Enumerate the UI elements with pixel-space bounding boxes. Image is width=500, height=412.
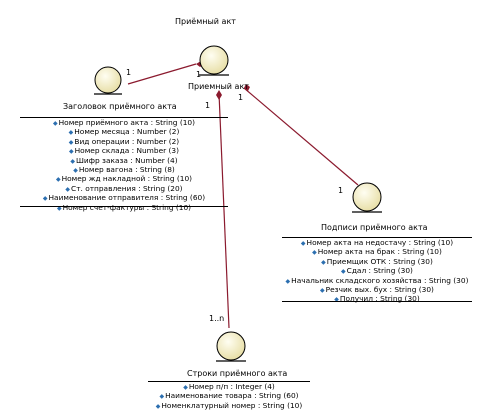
class-name-main[interactable]: Приемный акт: [188, 82, 249, 91]
attribute-icon: ◆: [285, 277, 291, 285]
attribute-row: ◆Номер акта на брак : String (10): [312, 247, 442, 257]
entity-icon-main[interactable]: [199, 45, 229, 76]
attribute-icon: ◆: [183, 384, 188, 391]
attribute-icon: ◆: [341, 268, 346, 276]
attribute-row: ◆Ст. отправления : String (20): [65, 183, 183, 193]
attribute-icon: ◆: [70, 157, 75, 165]
attribute-icon: ◆: [155, 402, 161, 410]
attribute-icon: ◆: [334, 296, 339, 304]
attribute-row: ◆Наименование отправителя : String (60): [42, 193, 206, 203]
attribute-row: ◆Начальник складского хозяйства : String…: [285, 275, 469, 285]
signatures-attributes: ◆Номер акта на недостачу : String (10) ◆…: [282, 238, 472, 305]
attribute-row: ◆Наименование товара : String (60): [159, 391, 299, 401]
attribute-icon: ◆: [65, 185, 71, 193]
multiplicity-signatures-end: 1: [338, 186, 344, 195]
header-attributes: ◆Номер приёмного акта : String (10) ◆Ном…: [20, 118, 228, 213]
signatures-bottom-separator: [282, 301, 472, 302]
attribute-icon: ◆: [56, 204, 62, 212]
attribute-row: ◆Номер акта на недостачу : String (10): [300, 238, 454, 247]
attribute-row: ◆Номер месяца : Number (2): [68, 127, 180, 137]
attribute-icon: ◆: [312, 249, 317, 257]
attribute-icon: ◆: [321, 258, 326, 266]
multiplicity-header-end: 1: [126, 68, 132, 77]
aggregation-diamond-signatures: [244, 84, 250, 91]
multiplicity-lines-end: 1..n: [209, 314, 225, 323]
attribute-row: ◆Номер склада : Number (3): [69, 146, 179, 156]
attribute-row: ◆Номер п/п : Integer (4): [183, 382, 275, 391]
multiplicity-main-to-header: 1: [196, 70, 202, 79]
attribute-icon: ◆: [159, 393, 165, 401]
header-bottom-separator: [20, 206, 228, 207]
attribute-row: ◆Получил : String (30): [334, 294, 420, 304]
entity-icon-header[interactable]: [94, 66, 122, 95]
attribute-row: ◆Номер вагона : String (8): [73, 165, 175, 175]
attribute-icon: ◆: [55, 176, 61, 184]
multiplicity-main-to-signatures: 1: [238, 93, 244, 102]
association-main-signatures[interactable]: [243, 87, 359, 186]
entity-icon-lines[interactable]: [216, 331, 246, 362]
aggregation-diamond-lines: [216, 90, 222, 100]
attribute-icon: ◆: [68, 138, 74, 146]
class-name-signatures[interactable]: Подписи приёмного акта: [321, 223, 428, 232]
attribute-row: ◆Вид операции : Number (2): [68, 136, 180, 146]
attribute-icon: ◆: [68, 129, 74, 137]
signatures-separator: [282, 237, 472, 238]
attribute-icon: ◆: [42, 195, 48, 203]
multiplicity-main-to-lines: 1: [205, 101, 211, 110]
entity-icon-signatures[interactable]: [352, 182, 382, 213]
class-name-header[interactable]: Заголовок приёмного акта: [63, 102, 177, 111]
attribute-row: ◆Сдал : String (30): [341, 266, 413, 276]
association-main-header[interactable]: [127, 63, 197, 85]
attribute-row: ◆Номер жд накладной : String (10): [55, 174, 193, 184]
lines-attributes: ◆Номер п/п : Integer (4) ◆Наименование т…: [148, 382, 310, 411]
attribute-icon: ◆: [300, 240, 306, 247]
attribute-row: ◆Номенклатурный номер : String (10): [155, 400, 303, 410]
attribute-row: ◆Номер приёмного акта : String (10): [52, 118, 196, 127]
attribute-icon: ◆: [52, 120, 58, 127]
attribute-row: ◆Номер счет-фактуры : String (10): [56, 202, 192, 212]
attribute-icon: ◆: [69, 148, 74, 156]
lines-separator: [148, 381, 310, 382]
attribute-icon: ◆: [320, 287, 325, 295]
class-name-lines[interactable]: Строки приёмного акта: [187, 369, 288, 378]
attribute-row: ◆Приемщик ОТК : String (30): [321, 256, 433, 266]
association-main-lines[interactable]: [218, 92, 230, 329]
attribute-row: ◆Шифр заказа : Number (4): [70, 155, 178, 165]
attribute-row: ◆Резчик вых. бух : String (30): [320, 285, 434, 295]
diagram-title: Приёмный акт: [175, 17, 236, 26]
attribute-icon: ◆: [73, 167, 78, 175]
header-separator: [20, 117, 228, 118]
